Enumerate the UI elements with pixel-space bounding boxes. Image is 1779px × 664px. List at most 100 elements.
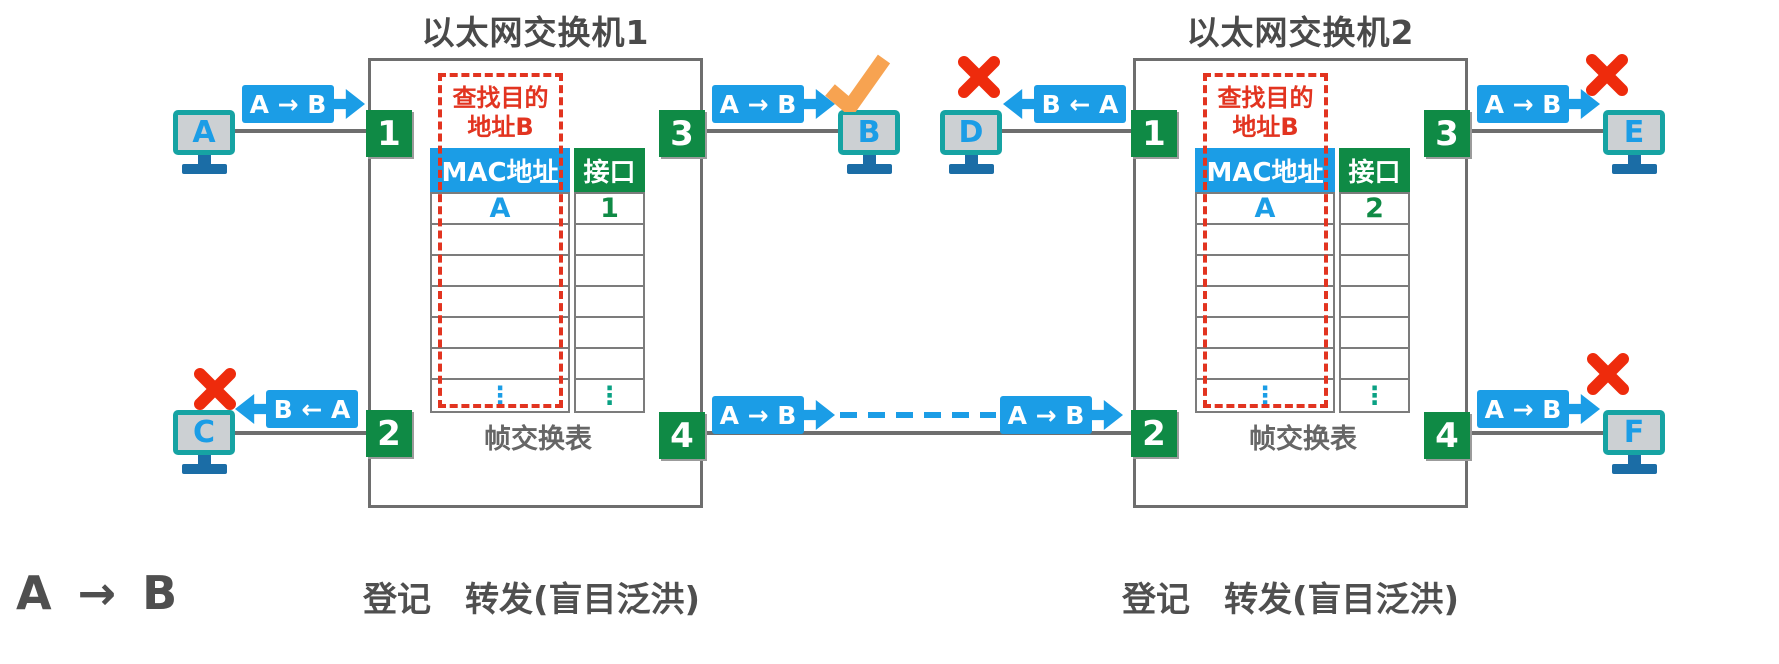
switch1-mac-column: MAC地址 A ⋮	[430, 148, 570, 413]
mac-cell-ellipsis: ⋮	[487, 381, 513, 410]
switch1-port-1: 1	[366, 110, 412, 157]
switch1-port-3: 3	[659, 110, 705, 157]
host-b: B	[838, 110, 900, 174]
monitor-icon: C	[173, 410, 235, 455]
switch2-port-3: 3	[1424, 110, 1470, 157]
port-cell	[1341, 349, 1408, 380]
monitor-stand	[964, 155, 978, 164]
port-cell	[1341, 287, 1408, 318]
mac-cell	[432, 318, 568, 349]
arrow-right-icon	[803, 400, 835, 430]
frame-to-e: A → B	[1477, 85, 1600, 123]
host-a: A	[173, 110, 235, 174]
monitor-icon: A	[173, 110, 235, 155]
port-cell	[1341, 256, 1408, 287]
switch2-mac-column: MAC地址 A ⋮	[1195, 148, 1335, 413]
host-e: E	[1603, 110, 1665, 174]
legend-register: 登记	[363, 580, 431, 620]
switch1: 以太网交换机1 1 2 3 4 查找目的 地址B MAC地址 A ⋮ 接口	[366, 0, 705, 560]
link-hostc-port2	[230, 431, 372, 435]
arrow-right-icon	[1091, 400, 1123, 430]
mac-cell	[432, 349, 568, 380]
port-cell	[1341, 318, 1408, 349]
mac-cell	[432, 287, 568, 318]
switch2-port-1: 1	[1131, 110, 1177, 157]
monitor-icon: E	[1603, 110, 1665, 155]
frame-to-f: A → B	[1477, 390, 1600, 428]
switch2: 以太网交换机2 1 2 3 4 查找目的 地址B MAC地址 A ⋮ 接口	[1131, 0, 1470, 560]
monitor-stand	[1627, 155, 1641, 164]
arrow-right-icon	[333, 89, 365, 119]
switch1-mac-header: MAC地址	[430, 148, 570, 192]
switch1-title: 以太网交换机1	[421, 13, 650, 52]
switch2-title: 以太网交换机2	[1186, 13, 1415, 52]
legend-register: 登记	[1122, 580, 1190, 620]
legend-flow: A → B	[16, 566, 178, 620]
link-port3-hoste	[1464, 129, 1606, 133]
monitor-stand	[197, 455, 211, 464]
link-hostd-port1	[1000, 129, 1136, 133]
switch2-mac-header: MAC地址	[1195, 148, 1335, 192]
frame-trunk-left: A → B	[712, 396, 835, 434]
monitor-stand	[197, 155, 211, 164]
link-port4-hostf	[1464, 431, 1606, 435]
switch2-lookup-note: 查找目的 地址B	[1217, 84, 1314, 141]
frame-from-a: A → B	[242, 85, 365, 123]
link-port3-hostb	[700, 129, 843, 133]
frame-to-d: B ← A	[1003, 85, 1126, 123]
switch1-port-header: 接口	[574, 148, 645, 192]
port-cell	[576, 225, 643, 256]
mac-cell	[432, 256, 568, 287]
x-icon	[958, 56, 1000, 98]
mac-cell: A	[1197, 194, 1333, 225]
monitor-stand	[1627, 455, 1641, 464]
legend-forward: 转发(盲目泛洪)	[1224, 580, 1460, 620]
check-icon	[825, 54, 891, 112]
mac-cell	[1197, 349, 1333, 380]
switch2-port-2: 2	[1131, 410, 1177, 457]
switch1-table-caption: 帧交换表	[484, 424, 592, 455]
port-cell: 2	[1341, 194, 1408, 225]
mac-cell: A	[432, 194, 568, 225]
switch2-port-column: 接口 2 ⋮	[1339, 148, 1410, 413]
flooding-dashed-line	[840, 412, 996, 418]
mac-cell	[1197, 318, 1333, 349]
host-d-label: D	[958, 115, 984, 150]
switch2-port-header: 接口	[1339, 148, 1410, 192]
switch1-lookup-note: 查找目的 地址B	[452, 84, 549, 141]
mac-cell	[432, 225, 568, 256]
frame-to-b: A → B	[712, 85, 835, 123]
legend-forward: 转发(盲目泛洪)	[465, 580, 701, 620]
frame-to-c: B ← A	[235, 390, 358, 428]
host-e-label: E	[1623, 115, 1645, 150]
x-icon	[1587, 353, 1629, 395]
port-cell-ellipsis: ⋮	[597, 381, 622, 410]
switch2-box	[1133, 58, 1468, 508]
arrow-left-icon	[235, 394, 267, 424]
port-cell	[576, 256, 643, 287]
port-cell	[576, 318, 643, 349]
switch1-port-2: 2	[366, 410, 412, 457]
mac-cell	[1197, 225, 1333, 256]
host-a-label: A	[192, 115, 216, 150]
monitor-icon: B	[838, 110, 900, 155]
port-cell-ellipsis: ⋮	[1362, 381, 1387, 410]
host-c: C	[173, 410, 235, 474]
mac-cell	[1197, 256, 1333, 287]
switch2-table-caption: 帧交换表	[1249, 424, 1357, 455]
legend-switch2-steps: 登记转发(盲目泛洪)	[1122, 572, 1459, 621]
link-switch1-switch2-trunk	[700, 431, 1136, 435]
monitor-icon: F	[1603, 410, 1665, 455]
x-icon	[1586, 54, 1628, 96]
switch2-port-4: 4	[1424, 412, 1470, 459]
host-f: F	[1603, 410, 1665, 474]
x-icon	[194, 368, 236, 410]
host-c-label: C	[192, 415, 216, 450]
port-cell: 1	[576, 194, 643, 225]
port-cell	[1341, 225, 1408, 256]
host-d: D	[940, 110, 1002, 174]
host-f-label: F	[1623, 415, 1645, 450]
monitor-icon: D	[940, 110, 1002, 155]
frame-trunk-right: A → B	[1000, 396, 1123, 434]
